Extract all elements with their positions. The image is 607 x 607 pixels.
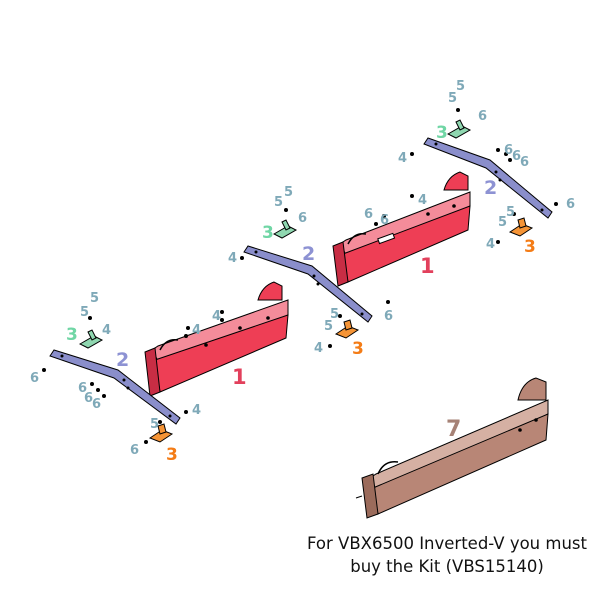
label-5-b: 5 (80, 305, 89, 320)
label-6-c: 6 (84, 391, 93, 406)
label-6-n: 6 (566, 197, 575, 212)
green-clamp-left (78, 329, 104, 349)
label-3-orange-middle: 3 (352, 339, 364, 359)
label-2-middle: 2 (302, 243, 315, 265)
label-1-left: 1 (232, 365, 247, 389)
label-6-m: 6 (380, 213, 389, 228)
label-5-j: 5 (506, 205, 515, 220)
blue-arm-right (423, 137, 553, 219)
label-5-a: 5 (90, 291, 99, 306)
part-labels: 1 1 2 2 2 3 3 3 3 3 3 7 (66, 123, 536, 465)
label-6-i: 6 (504, 143, 513, 158)
orange-foot-left (148, 423, 174, 443)
kit-note-line2: buy the Kit (VBS15140) (350, 557, 544, 576)
label-4-i: 4 (486, 237, 495, 252)
label-5-e: 5 (274, 195, 283, 210)
label-6-l: 6 (364, 207, 373, 222)
blue-arm-middle (243, 245, 373, 323)
label-7: 7 (446, 417, 461, 442)
brown-bracket-kit (355, 377, 549, 519)
red-bracket-left (144, 281, 289, 397)
label-5-d: 5 (284, 185, 293, 200)
label-3-green-right: 3 (436, 123, 448, 143)
label-5-c: 5 (150, 417, 159, 432)
hardware-labels: 5 5 4 6 6 6 6 4 5 6 4 4 5 5 6 4 6 5 5 4 … (30, 79, 575, 458)
label-6-k: 6 (520, 155, 529, 170)
orange-foot-middle (334, 319, 360, 339)
label-4-c: 4 (192, 323, 201, 338)
label-6-h: 6 (478, 109, 487, 124)
label-2-left: 2 (116, 349, 129, 371)
label-4-f: 4 (314, 341, 323, 356)
label-4-h: 4 (418, 193, 427, 208)
green-clamp-middle (272, 219, 298, 239)
orange-foot-right (508, 217, 534, 237)
label-2-right: 2 (484, 177, 497, 199)
label-3-green-middle: 3 (262, 223, 274, 243)
label-6-g: 6 (384, 309, 393, 324)
label-6-a: 6 (30, 371, 39, 386)
label-4-b: 4 (192, 403, 201, 418)
kit-note: For VBX6500 Inverted-V you must buy the … (292, 532, 602, 578)
label-4-a: 4 (102, 323, 111, 338)
kit-note-line1: For VBX6500 Inverted-V you must (307, 534, 587, 553)
label-3-orange-right: 3 (524, 237, 536, 257)
blue-arm-left (49, 349, 181, 425)
label-3-orange-left: 3 (166, 445, 178, 465)
label-6-e: 6 (130, 443, 139, 458)
label-4-d: 4 (212, 309, 221, 324)
label-5-f: 5 (330, 307, 339, 322)
label-6-j: 6 (512, 149, 521, 164)
green-clamp-right (446, 119, 472, 139)
label-6-d: 6 (92, 397, 101, 412)
label-5-g: 5 (324, 319, 333, 334)
red-bracket-right (332, 171, 471, 287)
hardware-dots (42, 108, 558, 444)
label-5-i: 5 (448, 91, 457, 106)
label-4-e: 4 (228, 251, 237, 266)
label-1-right: 1 (420, 254, 435, 278)
label-6-b: 6 (78, 381, 87, 396)
label-5-h: 5 (456, 79, 465, 94)
label-4-g: 4 (398, 151, 407, 166)
label-6-f: 6 (298, 211, 307, 226)
label-3-green-left: 3 (66, 325, 78, 345)
label-5-k: 5 (498, 215, 507, 230)
